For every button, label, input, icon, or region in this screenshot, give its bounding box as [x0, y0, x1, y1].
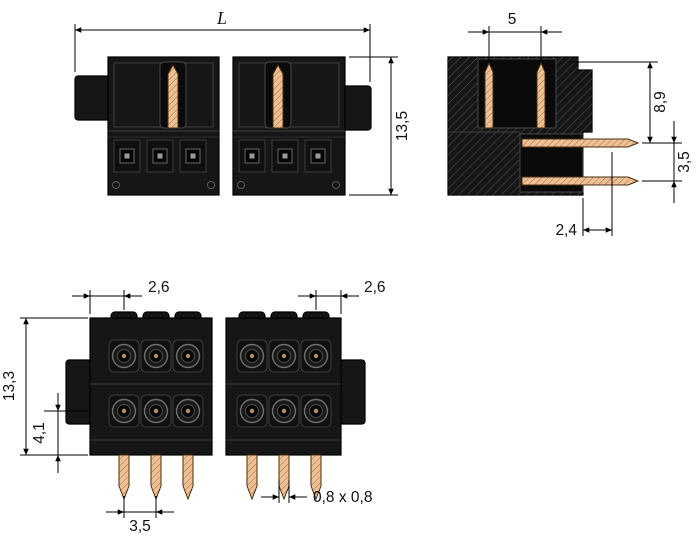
dim-label-5: 5 — [508, 11, 517, 28]
dimension-pin-cross-section: 0,8 x 0,8 — [261, 480, 372, 506]
contact — [268, 394, 300, 428]
contact — [300, 339, 332, 373]
side-view: 5 8,9 3,5 2,4 — [447, 11, 693, 239]
front-contact-pocket — [271, 139, 299, 173]
front-rivet — [237, 181, 245, 189]
bottom-body-left-half — [89, 317, 213, 456]
solder-pin — [150, 454, 162, 500]
solder-pin — [118, 454, 130, 500]
dim-label-0-8x0-8: 0,8 x 0,8 — [313, 489, 372, 506]
front-rivet — [332, 181, 340, 189]
contact — [172, 394, 204, 428]
side-vertical-pin-right — [536, 61, 546, 129]
dim-label-4-1: 4,1 — [31, 422, 48, 444]
contact — [236, 339, 268, 373]
dim-label-2-6-left: 2,6 — [148, 279, 170, 296]
bottom-view: 2,6 2,6 13,3 4,1 — [1, 279, 386, 535]
side-solder-pin-lower — [521, 176, 640, 186]
dimension-pitch-right: 2,6 — [298, 279, 386, 314]
front-pin-right — [272, 63, 284, 129]
contact — [236, 394, 268, 428]
bottom-left-latch — [65, 359, 93, 425]
dim-label-13-3: 13,3 — [1, 371, 18, 401]
contact — [140, 394, 172, 428]
contact — [108, 394, 140, 428]
dimension-row-offset: 4,1 — [31, 393, 88, 473]
front-contact-pocket — [238, 139, 266, 173]
dimension-bottom-height: 13,3 — [1, 317, 88, 456]
dim-label-2-6-right: 2,6 — [364, 279, 386, 296]
front-contact-pocket — [146, 139, 174, 173]
solder-pin — [182, 454, 194, 500]
dimension-pin-pitch: 3,5 — [106, 496, 174, 535]
dim-label-8-9: 8,9 — [652, 91, 669, 113]
contact — [172, 339, 204, 373]
front-pin-left — [167, 63, 179, 129]
front-view: L 13,5 — [74, 8, 411, 196]
front-right-latch — [342, 85, 372, 131]
dimension-length-L: L — [74, 8, 371, 82]
dim-label-3-5-bottom: 3,5 — [129, 518, 151, 535]
dimension-front-height: 13,5 — [349, 56, 411, 196]
side-solder-pin-upper — [521, 138, 640, 148]
front-contact-pocket — [304, 139, 332, 173]
side-vertical-pin-left — [484, 61, 494, 129]
solder-pin — [278, 454, 290, 500]
front-rivet — [207, 181, 215, 189]
contact — [108, 339, 140, 373]
dim-label-3-5-side: 3,5 — [676, 151, 693, 173]
dimension-row-pitch: 3,5 — [642, 121, 693, 203]
front-left-latch — [74, 75, 112, 121]
front-contact-pocket — [179, 139, 207, 173]
front-contact-pocket — [113, 139, 141, 173]
contact — [268, 339, 300, 373]
dim-label-2-4: 2,4 — [555, 222, 577, 239]
solder-pin — [246, 454, 258, 500]
dimension-pin-length: 8,9 — [570, 61, 682, 144]
dim-label-13-5: 13,5 — [394, 111, 411, 141]
dimension-pitch-left: 2,6 — [72, 279, 170, 314]
dimension-tip-spacing: 5 — [468, 11, 562, 62]
dim-label-L: L — [216, 8, 227, 28]
contact — [300, 394, 332, 428]
dimension-edge-offset: 2,4 — [555, 152, 613, 239]
bottom-right-latch — [338, 359, 366, 425]
front-rivet — [112, 181, 120, 189]
contact — [140, 339, 172, 373]
bottom-body-right-half — [225, 317, 342, 456]
